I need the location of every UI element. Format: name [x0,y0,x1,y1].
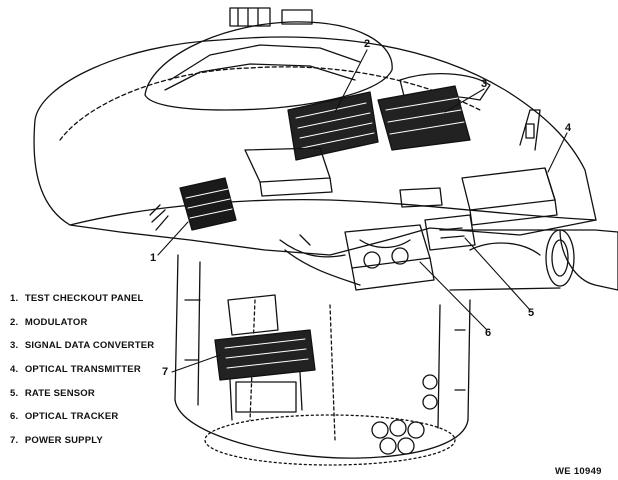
leader-4 [547,132,568,173]
legend-label: OPTICAL TRANSMITTER [24,364,141,376]
legend-item: 3. SIGNAL DATA CONVERTER [10,340,154,364]
cable-bundle [279,234,361,286]
legend-number: 2. [10,316,19,328]
leader-6 [419,261,488,331]
legend-item: 2. MODULATOR [10,317,154,341]
leader-1 [157,221,189,256]
legend-item: 7. POWER SUPPLY [10,435,154,459]
leader-7 [171,354,221,373]
legend-label: POWER SUPPLY [24,435,103,447]
callout-7: 7 [162,366,169,378]
callout-5: 5 [528,307,535,319]
leader-5 [464,237,531,311]
legend-number: 6. [10,411,19,423]
turret-roof-inner-contour [59,66,481,141]
gun-mount [439,229,618,291]
legend-number: 7. [10,435,19,447]
leader-lines [157,49,568,373]
legend-number: 1. [10,293,19,304]
legend-item: 1. TEST CHECKOUT PANEL [10,293,154,317]
turret-basket [174,254,471,466]
figure-id: WE 10949 [555,466,602,477]
legend-item: 6. OPTICAL TRACKER [10,411,154,435]
turret-roof-rim [69,199,597,226]
callout-4: 4 [565,122,572,134]
callout-2: 2 [364,38,371,50]
callout-6: 6 [485,327,492,339]
legend-label: MODULATOR [24,316,88,328]
legend-item: 4. OPTICAL TRANSMITTER [10,364,154,388]
optical-tracker-assembly [344,224,435,291]
modulator-unit [287,91,379,161]
legend-label: SIGNAL DATA CONVERTER [24,340,155,352]
signal-data-converter-unit [377,85,471,151]
cupola-assembly [144,7,541,151]
legend-label: OPTICAL TRACKER [24,411,119,423]
turret-roof-outline [33,36,597,256]
test-checkout-panel-unit [149,177,237,231]
ammo-rack [371,374,438,455]
legend-number: 3. [10,340,19,352]
leader-3 [444,88,485,113]
leader-2 [334,49,368,113]
rate-sensor-assembly [424,214,476,251]
legend-number: 4. [10,364,19,376]
parts-legend: 1. TEST CHECKOUT PANEL 2. MODULATOR 3. S… [10,293,154,459]
callout-3: 3 [481,78,488,90]
legend-label: RATE SENSOR [24,387,95,399]
callout-1: 1 [150,252,157,264]
legend-label: TEST CHECKOUT PANEL [24,293,144,304]
power-supply-unit [214,294,316,421]
optical-transmitter-unit [461,167,558,226]
legend-number: 5. [10,387,19,399]
legend-item: 5. RATE SENSOR [10,388,154,412]
